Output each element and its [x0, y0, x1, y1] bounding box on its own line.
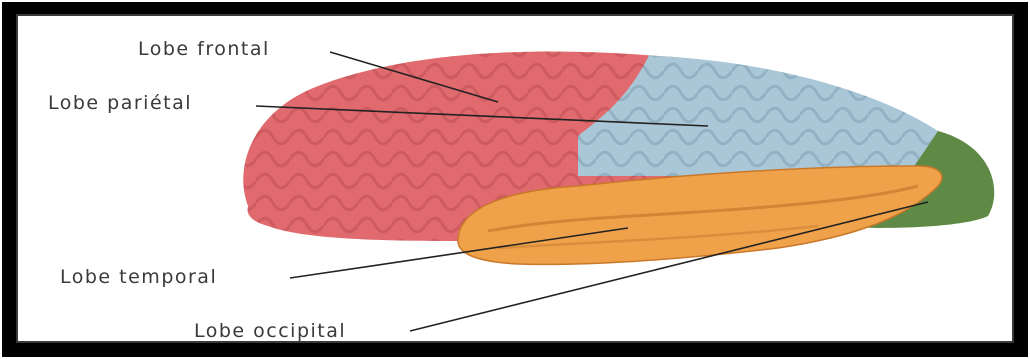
label-temporal-lobe: Lobe temporal [60, 268, 217, 287]
label-occipital-lobe: Lobe occipital [194, 322, 346, 341]
brain-diagram [18, 16, 1014, 343]
label-parietal-lobe: Lobe pariétal [48, 94, 192, 113]
diagram-canvas: Lobe frontal Lobe pariétal Lobe temporal… [16, 14, 1014, 343]
label-frontal-lobe: Lobe frontal [138, 40, 270, 59]
